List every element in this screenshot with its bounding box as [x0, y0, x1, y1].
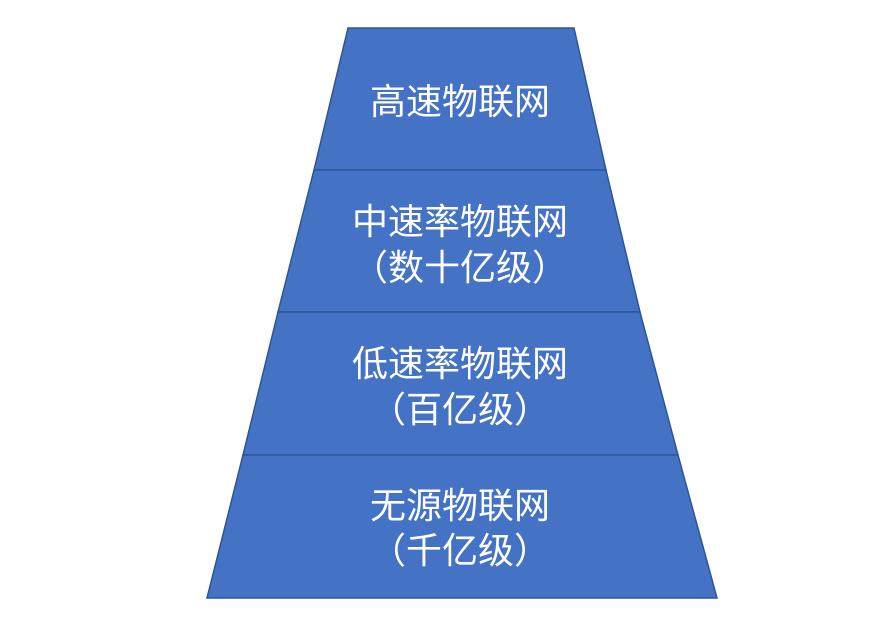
tier-3-label-line-2: （百亿级） — [370, 390, 550, 431]
tier-1-label: 高速物联网 — [370, 82, 550, 123]
tier-4-label-line-2: （千亿级） — [370, 531, 550, 572]
tier-2: 中速率物联网 （数十亿级） — [277, 169, 641, 313]
tier-3-label-line-1: 低速率物联网 — [352, 344, 568, 385]
tier-4: 无源物联网 （千亿级） — [206, 454, 718, 599]
tier-2-label-line-2: （数十亿级） — [352, 248, 568, 289]
tier-2-label-line-1: 中速率物联网 — [352, 202, 568, 243]
tier-1: 高速物联网 — [313, 27, 607, 171]
tier-3: 低速率物联网 （百亿级） — [242, 311, 679, 456]
tier-4-shape — [206, 454, 718, 599]
tier-4-label-line-1: 无源物联网 — [370, 486, 550, 527]
